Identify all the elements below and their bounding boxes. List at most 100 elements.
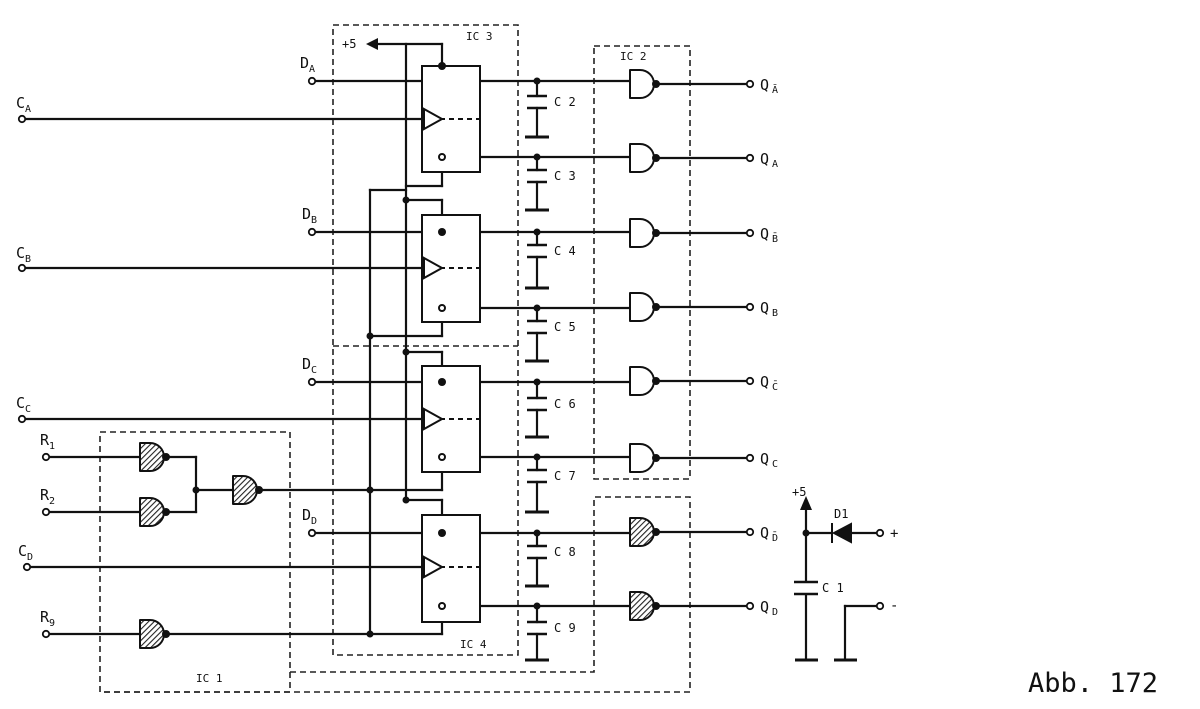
terminal-r2 [41, 507, 51, 517]
terminal-db [307, 227, 317, 237]
terminal-r1 [41, 452, 51, 462]
c8-label: C 8 [554, 545, 576, 559]
label-cb: CB [16, 244, 31, 265]
misc-labels: +5 +5 D1 + - [342, 37, 898, 614]
label-da: DA [300, 54, 315, 75]
c2-label: C 2 [554, 95, 576, 109]
gates [139, 69, 660, 649]
capacitor-c3 [527, 168, 547, 184]
ic-labels: IC 3 IC 2 IC 1 IC 4 [196, 30, 647, 685]
terminal-qc-bar [745, 376, 755, 386]
supply-label-right: +5 [792, 485, 806, 499]
c4-label: C 4 [554, 244, 576, 258]
supply-arrow-right [800, 496, 812, 510]
ic4-boundary [100, 496, 691, 693]
terminal-dd [307, 528, 317, 538]
ic1-label: IC 1 [196, 672, 223, 685]
capacitors [527, 94, 818, 636]
ic3-label: IC 3 [466, 30, 493, 43]
flip-flops [421, 65, 481, 623]
nand-gate-r1 [139, 442, 170, 472]
supply-arrow-top [366, 38, 378, 50]
nand-gate-r9 [139, 619, 170, 649]
label-dc: DC [302, 355, 317, 376]
terminal-minus-label: - [890, 598, 898, 614]
c5-label: C 5 [554, 320, 576, 334]
supply-label-top: +5 [342, 37, 356, 51]
capacitor-c8 [527, 544, 547, 560]
terminal-qd [745, 601, 755, 611]
flip-flop-d [421, 514, 481, 623]
capacitor-c1 [794, 580, 818, 596]
terminal-qa-bar [745, 79, 755, 89]
capacitor-c9 [527, 620, 547, 636]
c9-label: C 9 [554, 621, 576, 635]
input-labels: CA CB CC CD DA DB DC DD R1 R2 R9 [16, 54, 317, 629]
capacitor-c2 [527, 94, 547, 110]
ic3-boundary [332, 24, 519, 656]
terminal-qb-bar [745, 228, 755, 238]
label-cd: CD [18, 542, 33, 563]
label-r2: R2 [40, 486, 55, 507]
c6-label: C 6 [554, 397, 576, 411]
terminal-dc [307, 377, 317, 387]
figure-caption: Abb. 172 [1028, 668, 1159, 699]
capacitor-labels: C 2 C 3 C 4 C 5 C 6 C 7 C 8 C 9 C 1 [554, 95, 844, 635]
terminal-qd-bar [745, 527, 755, 537]
c1-label: C 1 [822, 581, 844, 595]
ic-boundaries [99, 24, 691, 693]
flip-flop-a [421, 65, 481, 173]
c7-label: C 7 [554, 469, 576, 483]
nand-gate-qa-bar [629, 69, 660, 99]
nand-gate-r2 [139, 497, 170, 527]
nand-gate-qa [629, 143, 660, 173]
diode-label: D1 [834, 507, 848, 521]
capacitor-c5 [527, 319, 547, 335]
capacitor-c7 [527, 468, 547, 484]
nand-gate-reset [232, 475, 263, 505]
terminal-plus [875, 528, 885, 538]
nand-gate-qc [629, 443, 660, 473]
label-r1: R1 [40, 431, 55, 452]
ic2-boundary [593, 45, 691, 480]
terminal-cc [17, 414, 27, 424]
ic2-label: IC 2 [620, 50, 647, 63]
capacitor-c6 [527, 396, 547, 412]
ground-bars [525, 135, 857, 662]
nand-gate-qb-bar [629, 218, 660, 248]
flip-flop-b [421, 214, 481, 323]
label-dd: DD [302, 506, 317, 527]
capacitor-c4 [527, 243, 547, 259]
terminal-cd [22, 562, 32, 572]
ic4-label: IC 4 [460, 638, 487, 651]
terminal-da [307, 76, 317, 86]
terminal-minus [875, 601, 885, 611]
terminal-qc [745, 453, 755, 463]
terminal-ca [17, 114, 27, 124]
nand-gate-qd-bar [629, 517, 660, 547]
wiring [20, 42, 880, 662]
supply-arrows [366, 38, 812, 510]
terminals [17, 76, 885, 639]
label-r9: R9 [40, 608, 55, 629]
diode-d1 [831, 522, 852, 544]
terminal-r9 [41, 629, 51, 639]
flip-flop-c [421, 365, 481, 473]
label-cc: CC [16, 394, 31, 415]
junction-dots [192, 62, 810, 638]
terminal-cb [17, 263, 27, 273]
nand-gate-qd [629, 591, 660, 621]
nand-gate-qb [629, 292, 660, 322]
c3-label: C 3 [554, 169, 576, 183]
terminal-qb [745, 302, 755, 312]
